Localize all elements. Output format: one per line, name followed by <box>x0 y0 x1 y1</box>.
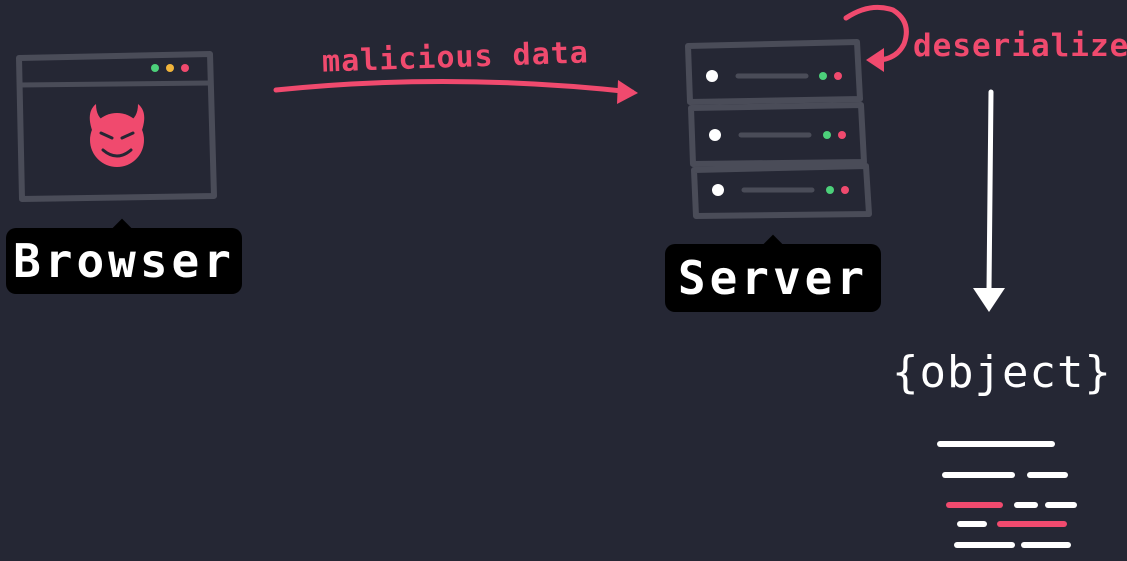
server-label: Server <box>677 251 869 305</box>
object-label: {object} <box>892 347 1112 398</box>
window-dot-red <box>181 64 189 72</box>
code-lines <box>937 441 1077 548</box>
browser-label-box: Browser <box>6 218 242 294</box>
browser-window <box>16 51 217 202</box>
deserialize-arrow-label: deserialized <box>913 28 1127 64</box>
window-dot-yellow <box>166 64 174 72</box>
request-arrow <box>273 78 638 104</box>
window-dot-green <box>151 64 159 72</box>
deserialize-arrow <box>843 4 909 72</box>
server-label-box: Server <box>665 234 881 312</box>
server-rack <box>685 39 872 219</box>
devil-face-icon <box>89 104 145 167</box>
down-arrow <box>973 89 1005 312</box>
browser-label: Browser <box>13 234 235 288</box>
